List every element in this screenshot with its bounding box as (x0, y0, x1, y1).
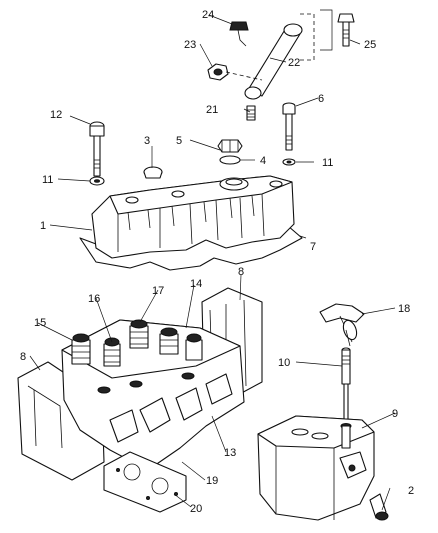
callout-8b: 8 (20, 351, 26, 363)
glow-plug-harness (319, 303, 365, 347)
callout-8a: 8 (238, 266, 244, 278)
cylinder-head-right (257, 415, 389, 521)
callout-4: 4 (260, 155, 266, 167)
callout-17: 17 (152, 285, 164, 297)
callout-25: 25 (364, 39, 376, 51)
glow-plug-threaded-plug (369, 493, 389, 521)
callout-23: 23 (184, 39, 196, 51)
callout-22: 22 (288, 57, 300, 69)
head-bolt-12 (89, 121, 105, 177)
callout-13: 13 (224, 447, 236, 459)
washer-11-left (89, 176, 105, 186)
callout-19: 19 (206, 475, 218, 487)
breather-tube-assembly (207, 9, 355, 121)
tube-cap (229, 21, 249, 47)
tube-screw (246, 105, 256, 121)
callout-7: 7 (310, 241, 316, 253)
callout-labels: 1 2 3 4 5 6 7 8 8 9 10 11 11 12 13 14 15… (20, 9, 414, 515)
callout-16: 16 (88, 293, 100, 305)
callout-6: 6 (318, 93, 324, 105)
callout-1: 1 (40, 220, 46, 232)
callout-18: 18 (398, 303, 410, 315)
head-gasket-20 (103, 451, 187, 513)
hex-nut (207, 63, 229, 81)
callout-10: 10 (278, 357, 290, 369)
callout-5: 5 (176, 135, 182, 147)
leader-lines (29, 14, 396, 511)
callout-11b: 11 (322, 157, 333, 169)
cylinder-head-left (17, 287, 263, 513)
glow-plug (341, 347, 351, 425)
callout-9: 9 (392, 408, 398, 420)
washer-11-right (282, 158, 296, 166)
callout-24: 24 (202, 9, 214, 21)
valve-springs (71, 319, 203, 394)
callout-11a: 11 (42, 174, 53, 186)
callout-21: 21 (206, 104, 218, 116)
cover-plug (143, 166, 163, 179)
valve-cover (79, 175, 303, 271)
long-bolt-25 (337, 13, 355, 47)
head-bolt-6 (282, 102, 296, 151)
callout-15: 15 (34, 317, 46, 329)
callout-3: 3 (144, 135, 150, 147)
callout-2: 2 (408, 485, 414, 497)
callout-14: 14 (190, 278, 202, 290)
oil-filler-cap (217, 139, 243, 165)
callout-20: 20 (190, 503, 202, 515)
callout-12: 12 (50, 109, 62, 121)
